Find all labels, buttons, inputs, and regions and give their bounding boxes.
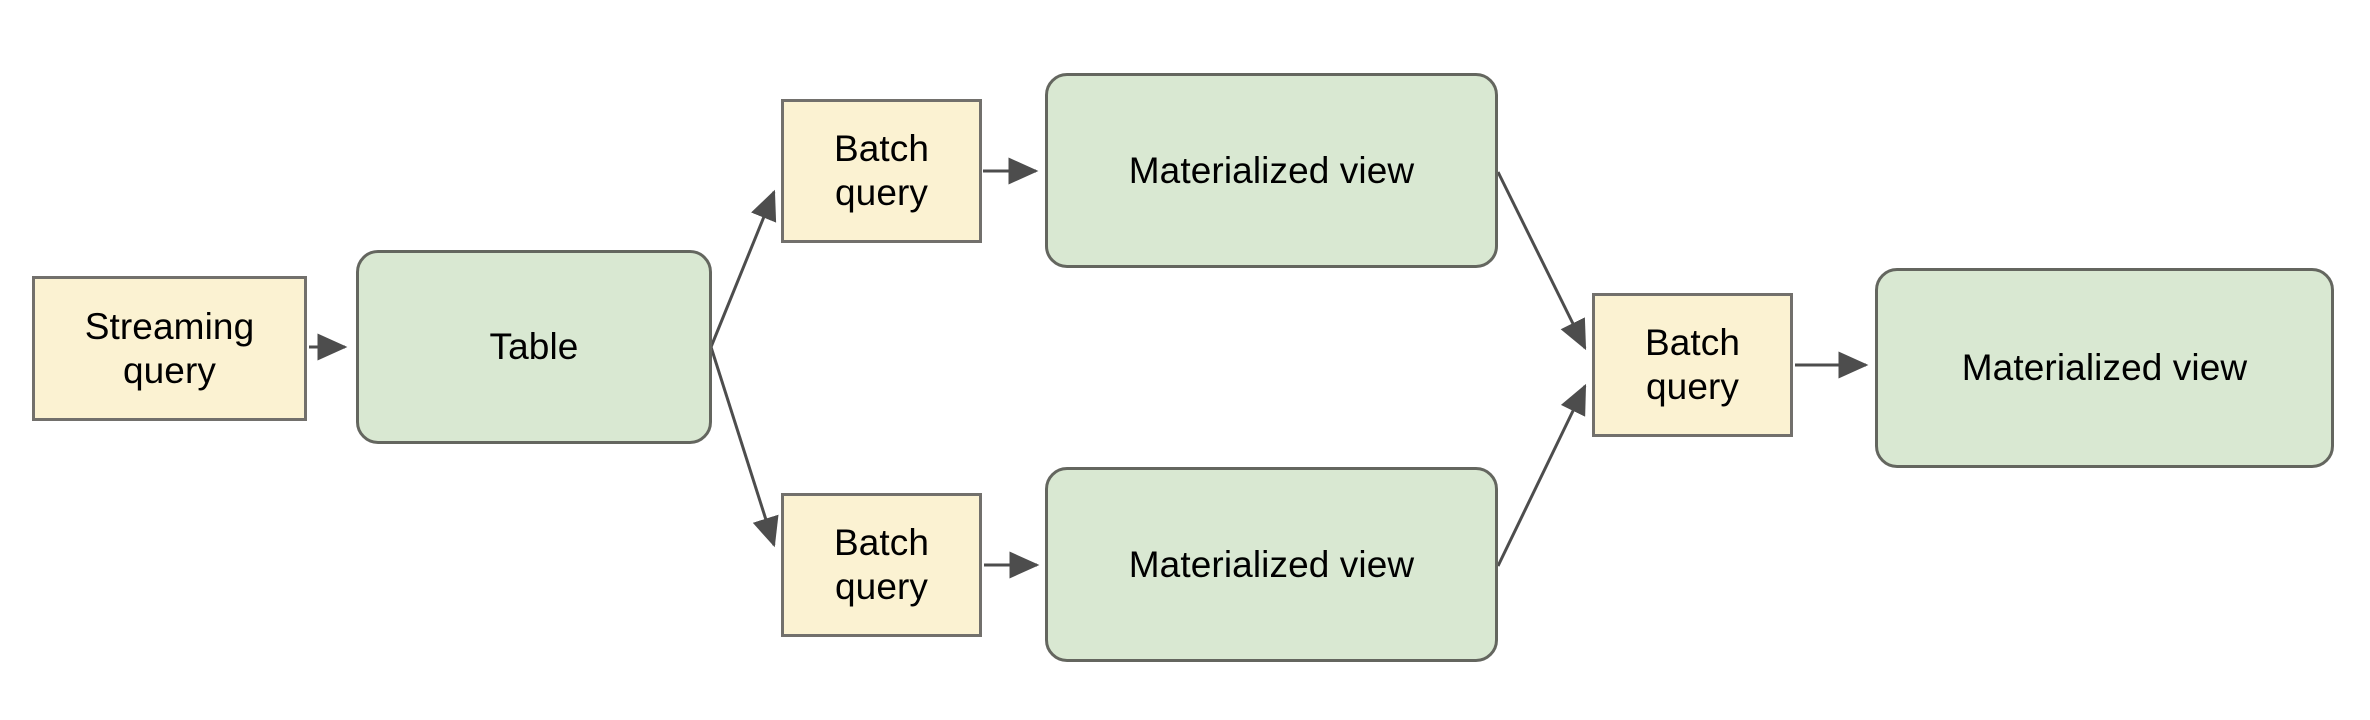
node-label-materialized-view-final: Materialized view <box>1961 347 2248 389</box>
node-label-batch-query-bottom: Batch query <box>833 522 930 607</box>
node-label-materialized-view-bottom: Materialized view <box>1128 543 1415 585</box>
edge-table-to-batch-top <box>709 189 777 348</box>
edge-mv-top-to-batch-merge <box>1496 171 1587 351</box>
node-label-batch-query-top: Batch query <box>833 128 930 213</box>
node-materialized-view-final[interactable]: Materialized view <box>1875 268 2334 468</box>
edge-mv-bottom-to-batch-merge <box>1496 383 1587 567</box>
node-materialized-view-bottom[interactable]: Materialized view <box>1045 467 1498 662</box>
node-streaming-query[interactable]: Streaming query <box>32 276 307 421</box>
node-batch-query-top[interactable]: Batch query <box>781 99 982 243</box>
node-batch-query-bottom[interactable]: Batch query <box>781 493 982 637</box>
node-label-materialized-view-top: Materialized view <box>1128 149 1415 191</box>
node-materialized-view-top[interactable]: Materialized view <box>1045 73 1498 268</box>
node-label-table: Table <box>489 326 579 368</box>
node-table[interactable]: Table <box>356 250 712 444</box>
edge-table-to-batch-bottom <box>709 346 779 548</box>
node-label-batch-query-merge: Batch query <box>1644 322 1741 407</box>
node-label-streaming-query: Streaming query <box>84 305 255 391</box>
node-batch-query-merge[interactable]: Batch query <box>1592 293 1793 437</box>
